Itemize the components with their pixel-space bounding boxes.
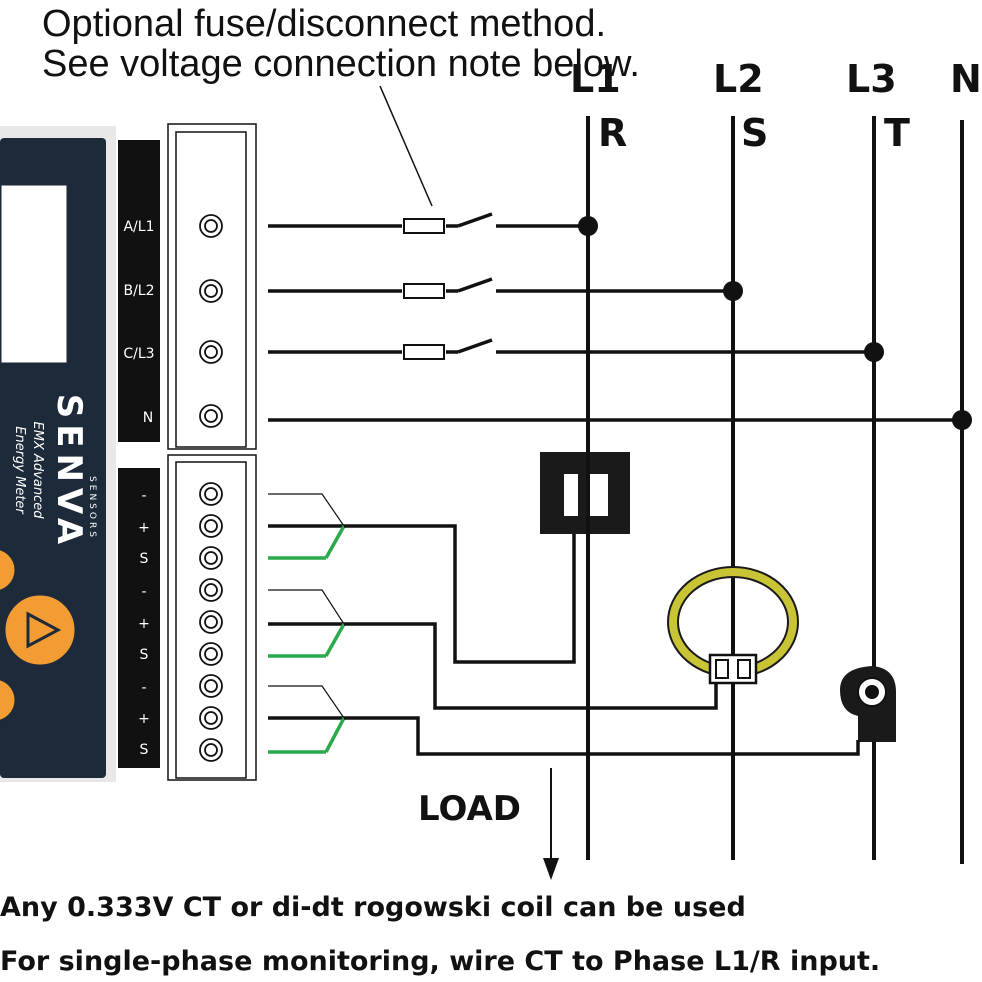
voltage-wire-n: [268, 410, 972, 430]
ct-screw-6: [199, 642, 223, 666]
ct2-leads: [268, 589, 718, 710]
ct-solid-core: [540, 452, 630, 534]
ct-split-core: [840, 666, 896, 742]
ct-screw-8: [199, 706, 223, 730]
junction-n: [952, 410, 972, 430]
terminal-label-c: C/L3: [123, 346, 154, 362]
fuse-b: [403, 283, 445, 299]
phase-n-label: N: [950, 57, 982, 101]
junction-l3: [864, 342, 884, 362]
ct-screw-3: [199, 546, 223, 570]
meter-button-up[interactable]: [0, 547, 18, 593]
ct-screw-5: [199, 610, 223, 634]
meter: SENVA SENSORS EMX Advanced Energy Meter: [0, 126, 116, 782]
ct3-minus-label: -: [141, 680, 146, 696]
voltage-screw-3: [199, 340, 223, 364]
ct1-plus-label: +: [138, 520, 150, 536]
footer-line-1: Any 0.333V CT or di-dt rogowski coil can…: [0, 892, 746, 923]
meter-button-down[interactable]: [0, 677, 18, 723]
voltage-wire-b: [268, 277, 743, 301]
meter-model: EMX Advanced: [30, 422, 45, 520]
ct-screws: [199, 482, 223, 762]
voltage-wire-c: [268, 338, 884, 362]
ct1-minus-label: -: [141, 488, 146, 504]
ct2-s-label: S: [140, 647, 149, 663]
ct-terminal-labels: - + S - + S - + S: [138, 488, 150, 758]
voltage-terminal-labels: A/L1 B/L2 C/L3 N: [123, 219, 154, 426]
ct1-s-label: S: [140, 551, 149, 567]
meter-display: [0, 182, 70, 366]
switch-c: [457, 338, 493, 354]
voltage-screw-1: [199, 214, 223, 238]
phase-r-label: R: [598, 111, 627, 155]
ct-label-strip: [118, 468, 160, 768]
ct2-minus-label: -: [141, 584, 146, 600]
terminal-label-a: A/L1: [123, 219, 154, 235]
phase-s-label: S: [741, 111, 768, 155]
meter-subtitle: Energy Meter: [12, 426, 27, 515]
ct-screw-2: [199, 514, 223, 538]
meter-brand: SENVA SENSORS: [49, 394, 97, 551]
phase-l3-label: L3: [846, 57, 897, 101]
note-pointer-line: [379, 85, 433, 207]
switch-a: [457, 212, 493, 228]
fuse-c: [403, 344, 445, 360]
rogowski-coil: [667, 566, 799, 685]
junction-l2: [723, 281, 743, 301]
voltage-wire-a: [268, 212, 598, 236]
fuse-a: [403, 218, 445, 234]
ct3-leads: [268, 685, 860, 756]
meter-model-text: EMX Advanced Energy Meter: [12, 422, 45, 520]
voltage-screws: [199, 214, 223, 428]
phase-t-label: T: [884, 111, 910, 155]
voltage-screw-4: [199, 404, 223, 428]
brand-sub: SENSORS: [87, 476, 97, 540]
phase-l2-label: L2: [713, 57, 764, 101]
ct3-s-label: S: [140, 742, 149, 758]
switch-b: [457, 277, 493, 293]
load-arrow-icon: [543, 858, 559, 880]
play-icon: [26, 611, 62, 649]
voltage-screw-2: [199, 279, 223, 303]
junction-l1: [578, 216, 598, 236]
brand-logo: SENVA: [49, 394, 89, 551]
ct-screw-1: [199, 482, 223, 506]
meter-button-enter[interactable]: [2, 592, 78, 668]
ct-screw-9: [199, 738, 223, 762]
footer-line-2: For single-phase monitoring, wire CT to …: [0, 946, 880, 977]
voltage-label-strip: [118, 140, 160, 442]
ct-screw-4: [199, 578, 223, 602]
note-line-1: Optional fuse/disconnect method.: [42, 3, 606, 45]
ct2-plus-label: +: [138, 616, 150, 632]
load-label: LOAD: [418, 789, 521, 829]
terminal-label-b: B/L2: [123, 283, 154, 299]
note-line-2: See voltage connection note below.: [42, 43, 640, 85]
ct3-plus-label: +: [138, 711, 150, 727]
ct-screw-7: [199, 674, 223, 698]
terminal-label-n: N: [143, 410, 153, 426]
ct1-leads: [268, 493, 576, 664]
phase-l1-label: L1: [570, 57, 621, 101]
voltage-terminal-block: [175, 131, 247, 448]
